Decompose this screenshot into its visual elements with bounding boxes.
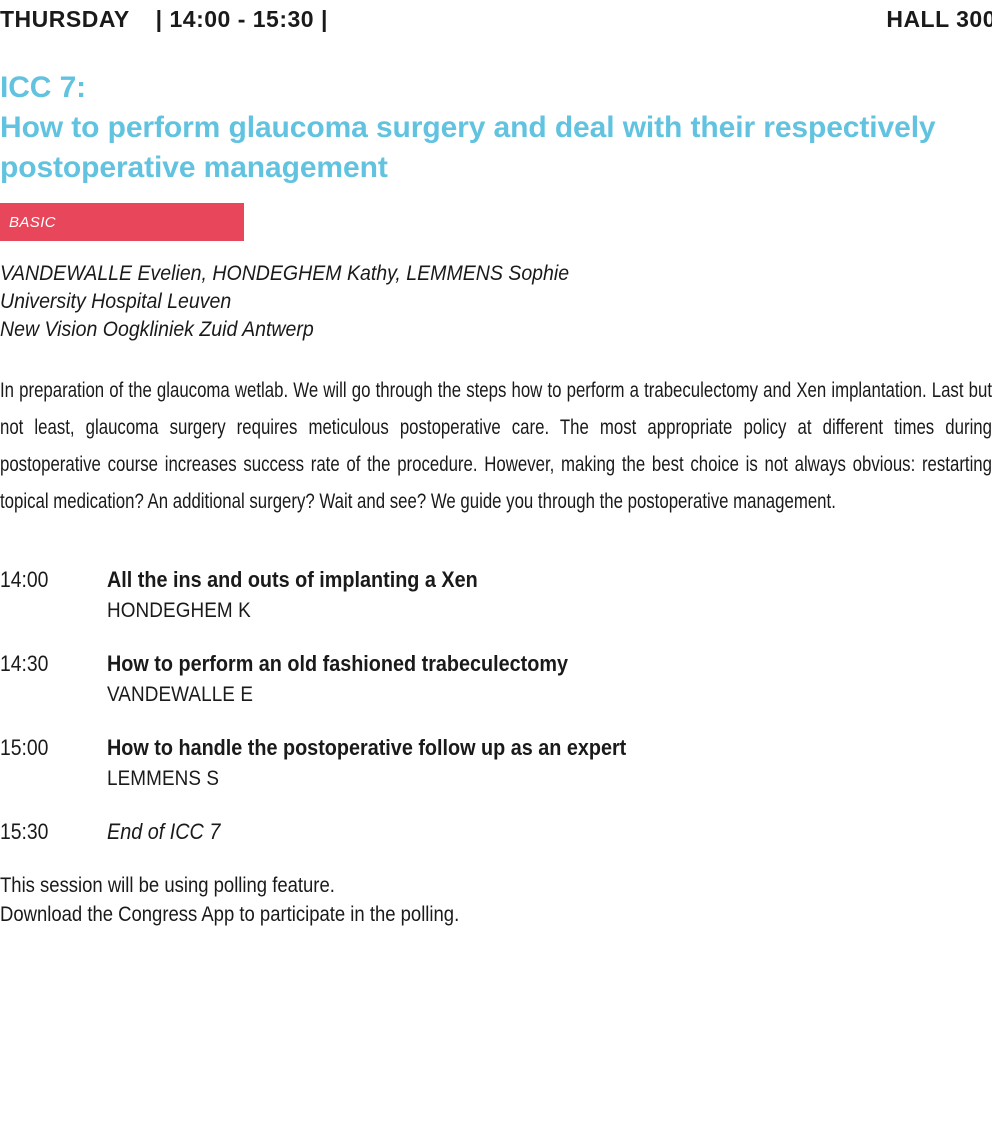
schedule-talk-title: All the ins and outs of implanting a Xen [107,567,478,592]
session-hall: HALL 300 [886,5,992,32]
schedule-row: 15:00 How to handle the postoperative fo… [0,733,992,763]
schedule-list: 14:00 All the ins and outs of implanting… [0,565,992,869]
schedule-time: 14:30 [0,651,49,676]
schedule-row: 15:30 End of ICC 7 [0,817,992,847]
session-time-range: | 14:00 - 15:30 | [155,5,328,32]
status-badge: BASIC [0,203,244,241]
page-title: How to perform glaucoma surgery and deal… [0,111,936,184]
session-day: THURSDAY [0,5,130,32]
polling-note-line-1: This session will be using polling featu… [0,874,335,897]
schedule-row: 14:30 How to perform an old fashioned tr… [0,649,992,679]
schedule-speaker: HONDEGHEM K [107,599,251,622]
schedule-end-label: End of ICC 7 [107,819,221,844]
authors-block: VANDEWALLE Evelien, HONDEGHEM Kathy, LEM… [0,260,960,344]
list-item: 14:00 All the ins and outs of implanting… [0,565,992,627]
level-badge-label: BASIC [9,213,57,231]
list-item: 15:30 End of ICC 7 [0,817,992,847]
session-notes: This session will be using polling featu… [0,871,960,929]
schedule-speaker: LEMMENS S [107,767,220,790]
session-title-block: ICC 7: How to perform glaucoma surgery a… [0,68,992,188]
list-item: 15:00 How to handle the postoperative fo… [0,733,992,795]
schedule-time: 15:00 [0,735,49,760]
schedule-speaker: VANDEWALLE E [107,683,254,706]
schedule-talk-title: How to perform an old fashioned trabecul… [107,651,568,676]
polling-note-line-2: Download the Congress App to participate… [0,903,460,926]
list-item: 14:30 How to perform an old fashioned tr… [0,649,992,711]
author-names: VANDEWALLE Evelien, HONDEGHEM Kathy, LEM… [0,262,570,285]
schedule-time: 15:30 [0,819,49,844]
schedule-row: 14:00 All the ins and outs of implanting… [0,565,992,595]
session-header: THURSDAY | 14:00 - 15:30 | HALL 300 [0,2,992,36]
affiliation-secondary: New Vision Oogkliniek Zuid Antwerp [0,318,314,341]
schedule-talk-title: How to handle the postoperative follow u… [107,735,627,760]
schedule-time: 14:00 [0,567,49,592]
abstract-text: In preparation of the glaucoma wetlab. W… [0,379,992,513]
session-code: ICC 7: [0,71,87,104]
session-header-left: THURSDAY | 14:00 - 15:30 | [0,6,328,33]
affiliation-primary: University Hospital Leuven [0,290,232,313]
